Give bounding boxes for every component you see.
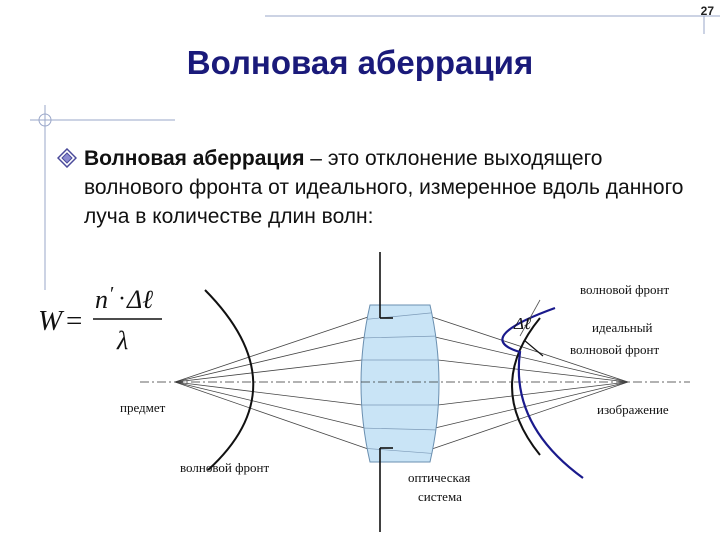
ray-left: [174, 359, 363, 383]
ray-bundle: [174, 315, 629, 451]
rays-inside-lens: [361, 311, 439, 455]
label-delta-l: Δℓ: [513, 314, 531, 333]
label-wavefront-top-right: волновой фронт: [580, 282, 669, 297]
wavefront-label-leader: [519, 299, 541, 337]
label-ideal-line1: идеальный: [592, 320, 652, 335]
definition-body: – это отклонение выходящего волнового фр…: [84, 147, 684, 228]
ray-left: [174, 381, 366, 429]
ray-left: [174, 315, 372, 383]
formula-n: n: [95, 285, 108, 314]
ray-left: [174, 381, 363, 406]
ray-right: [437, 359, 629, 383]
label-object: предмет: [120, 400, 166, 415]
formula-denominator: λ: [116, 326, 128, 355]
wave-aberration-formula: W = n ′ · Δℓ λ: [38, 283, 162, 355]
ray-left: [174, 381, 372, 451]
formula-prime: ′: [110, 283, 114, 305]
definition-term: Волновая аберрация: [84, 147, 305, 170]
label-image: изображение: [597, 402, 669, 417]
formula-equals: =: [66, 305, 82, 337]
label-optical-line1: оптическая: [408, 470, 470, 485]
ray-left: [174, 336, 366, 383]
slide-title: Волновая аберрация: [186, 44, 534, 81]
diagram-labels: волновой фронт Δℓ идеальный волновой фро…: [120, 282, 669, 504]
ray-right: [434, 381, 629, 429]
formula-lhs: W: [38, 305, 65, 337]
definition-text: Волновая аберрация – это отклонение выхо…: [84, 144, 684, 231]
label-ideal-line2: волновой фронт: [570, 342, 659, 357]
page-number: 27: [700, 4, 714, 18]
left-wavefront: [204, 289, 255, 471]
real-wavefront-right: [511, 317, 541, 456]
diamond-bullet-icon: [57, 148, 77, 168]
ray-right: [434, 336, 629, 383]
lens: [360, 304, 440, 463]
aperture-stop: [379, 252, 393, 532]
delta-l-marker: [523, 339, 544, 357]
label-ideal-wavefront: идеальный волновой фронт: [570, 320, 659, 357]
label-wavefront-bottom-left: волновой фронт: [180, 460, 269, 475]
formula-delta-l: Δℓ: [126, 285, 153, 314]
label-optical-system: оптическая система: [408, 470, 474, 504]
formula-dot: ·: [118, 286, 126, 312]
ideal-wavefront: [501, 306, 584, 479]
ray-right: [437, 381, 629, 406]
label-optical-line2: система: [418, 489, 462, 504]
corner-circle: [38, 113, 52, 127]
ray-right: [428, 315, 629, 383]
